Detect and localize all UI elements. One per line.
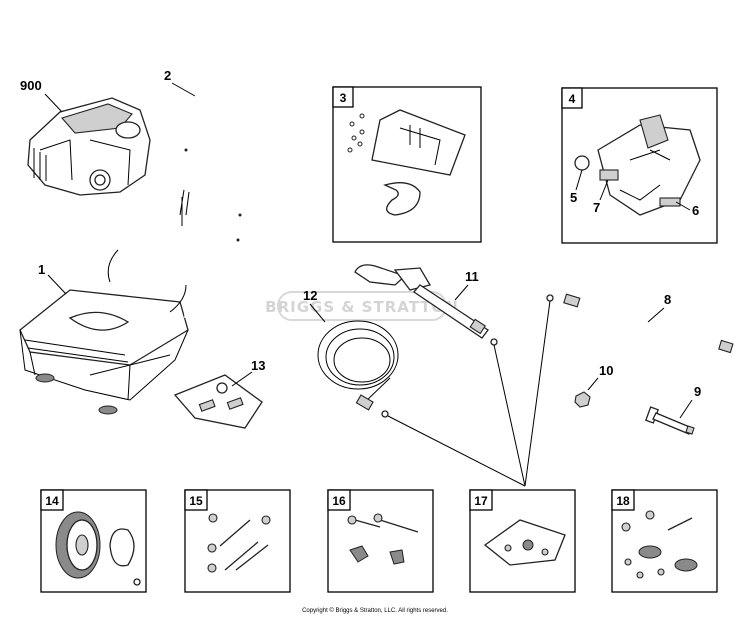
box-4[interactable]: 4 5 7 6 (561, 87, 718, 244)
box-17[interactable]: 17 (469, 489, 576, 593)
box-3[interactable]: 3 (332, 86, 482, 243)
box-label-14: 14 (45, 494, 59, 508)
callout-8: 8 (664, 292, 671, 307)
leader-7 (599, 179, 609, 201)
leader-900 (44, 93, 63, 113)
leader-11 (454, 284, 469, 301)
engine-part[interactable] (27, 97, 151, 196)
leader-9 (679, 399, 693, 419)
nozzle-10[interactable] (574, 391, 591, 408)
box-14[interactable]: 14 (40, 489, 147, 593)
box-15[interactable]: 15 (184, 489, 291, 593)
callout-1: 1 (38, 262, 45, 277)
spray-gun-11[interactable] (354, 264, 498, 346)
wand-8[interactable] (546, 293, 734, 354)
box-label-17: 17 (474, 494, 488, 508)
callout-900: 900 (20, 78, 42, 93)
box-label-3: 3 (340, 91, 347, 105)
leader-8 (647, 307, 665, 323)
watermark-text: BRIGGS & STRATTON (265, 298, 459, 316)
callout-2: 2 (164, 68, 171, 83)
leader-10 (587, 377, 599, 391)
box-16[interactable]: 16 (327, 489, 434, 593)
box-label-16: 16 (332, 494, 346, 508)
callout-10: 10 (599, 363, 613, 378)
callout-11: 11 (465, 269, 479, 284)
callout-12: 12 (303, 288, 317, 303)
leader-1 (47, 274, 67, 295)
leader-2 (171, 82, 196, 97)
hardware-bag-13[interactable] (173, 374, 263, 429)
callout-9: 9 (694, 384, 701, 399)
handle-part[interactable] (166, 89, 265, 271)
callout-13: 13 (251, 358, 265, 373)
callout-7: 7 (593, 200, 600, 215)
axle-9[interactable] (645, 406, 695, 435)
leader-13 (231, 371, 253, 387)
leader-12 (309, 303, 326, 323)
leader-6 (675, 201, 691, 211)
leader-5 (575, 169, 583, 191)
frame-part[interactable] (19, 232, 189, 415)
box-label-15: 15 (189, 494, 203, 508)
callout-6: 6 (692, 203, 699, 218)
box-label-4: 4 (569, 92, 576, 106)
box-label-18: 18 (616, 494, 630, 508)
box-18[interactable]: 18 (611, 489, 718, 593)
hose-12[interactable] (317, 320, 399, 418)
callout-5: 5 (570, 190, 577, 205)
leaders-to-kit-17 (387, 300, 551, 487)
copyright-text: Copyright © Briggs & Stratton, LLC. All … (302, 607, 448, 614)
